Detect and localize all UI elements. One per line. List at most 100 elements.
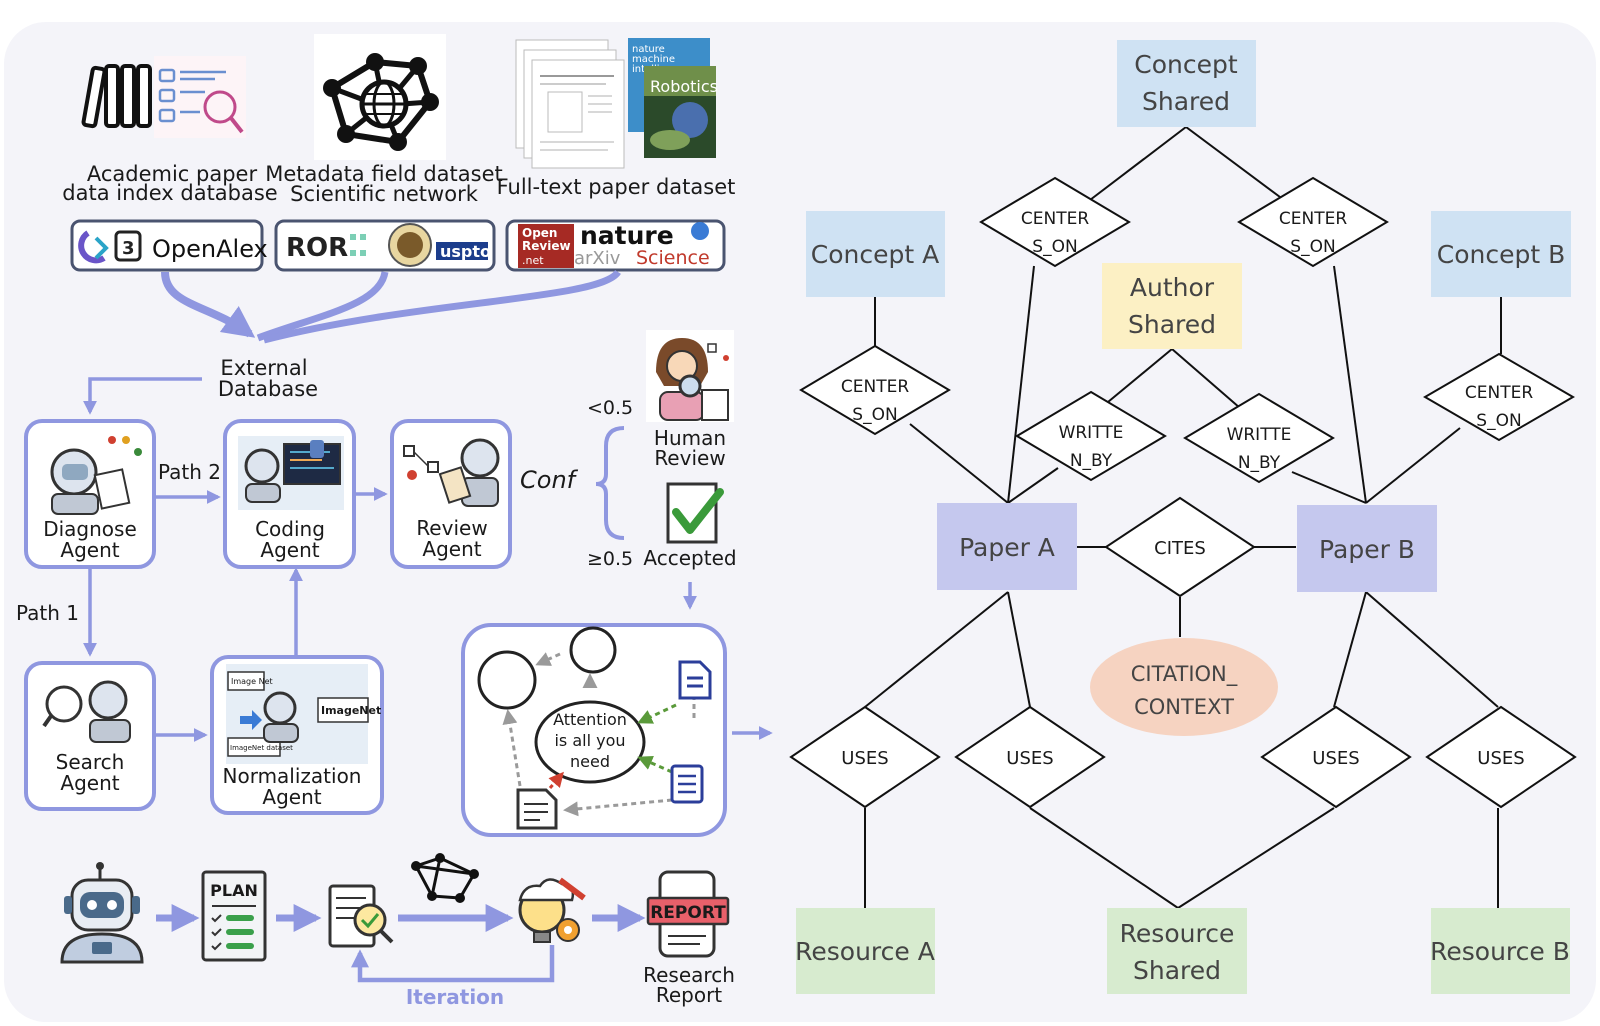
arxiv-logo-text: arXiv: [574, 248, 621, 269]
ge-threshold-label: ≥0.5: [587, 548, 633, 570]
nmi-cover-line1: nature: [632, 44, 665, 55]
written-by-b-line2: N_BY: [1238, 453, 1281, 473]
graph-edges: [864, 126, 1502, 909]
resource-a-node: [796, 908, 935, 994]
uses-diamond-a-shared: USES: [954, 705, 1106, 809]
author-shared-node: [1102, 263, 1242, 349]
lt-threshold-label: <0.5: [587, 397, 633, 419]
human-review-icon: [646, 330, 734, 422]
center-son-diamond-concept-b: CENTER S_ON: [1423, 352, 1575, 442]
imagenet-big-label: ImageNet: [321, 704, 381, 717]
science-logo-text: Science: [636, 247, 710, 269]
graph-summary-panel: [461, 623, 727, 837]
search-agent-line1: Search: [56, 750, 125, 774]
resource-b-node: [1431, 908, 1570, 994]
paper-a-label: Paper A: [959, 533, 1055, 562]
accepted-label: Accepted: [643, 546, 736, 570]
human-review-line1: Human: [654, 426, 726, 450]
metadata-label-line1: Metadata field dataset: [265, 162, 503, 186]
ror-uspto-logo-box: ROR uspto: [274, 219, 496, 272]
search-agent-line2: Agent: [60, 771, 119, 795]
resource-a-label: Resource A: [795, 937, 935, 966]
fulltext-label: Full-text paper dataset: [497, 175, 736, 199]
openreview-logo-line2: Review: [522, 239, 571, 253]
attention-line3: need: [570, 752, 610, 771]
center-son-shared-b-line2: S_ON: [1290, 237, 1335, 257]
written-by-diamond-b: WRITTE N_BY: [1183, 392, 1335, 484]
coding-agent-box: [223, 419, 356, 569]
nmi-cover-line2: machine: [632, 54, 675, 65]
paper-b-label: Paper B: [1319, 535, 1415, 564]
report-icon: REPORT: [646, 870, 730, 958]
center-son-shared-a-line2: S_ON: [1032, 237, 1077, 257]
document-search-icon: [328, 884, 394, 948]
conf-label: Conf: [520, 466, 579, 494]
center-son-diamond-shared-a: CENTER S_ON: [979, 176, 1131, 268]
uses-diamond-b: USES: [1425, 705, 1577, 809]
citation-context-node: [1090, 638, 1278, 736]
written-by-a-line2: N_BY: [1070, 451, 1113, 471]
citation-context-line1: CITATION_: [1131, 662, 1238, 687]
center-son-concept-b-line2: S_ON: [1476, 411, 1521, 431]
diagnose-agent-line1: Diagnose: [43, 517, 137, 541]
paper-b-node: [1297, 505, 1437, 592]
review-agent-box: [390, 419, 512, 569]
metadata-label-line2: Scientific network: [290, 182, 479, 206]
center-son-concept-a-line2: S_ON: [852, 405, 897, 425]
path1-label: Path 1: [16, 601, 79, 625]
network-small-icon: [411, 853, 479, 903]
imagenet-small-label: Image Net: [231, 677, 273, 686]
openalex-logo-text: OpenAlex: [152, 235, 268, 263]
uses-a-shared-label: USES: [1006, 748, 1053, 769]
resource-b-label: Resource B: [1430, 937, 1570, 966]
concept-b-label: Concept B: [1437, 240, 1566, 269]
center-son-diamond-concept-a: CENTER S_ON: [799, 344, 951, 436]
uspto-logo-text: uspto: [440, 242, 491, 261]
resource-shared-node: [1107, 908, 1247, 994]
uses-a-label: USES: [841, 748, 888, 769]
diagnose-agent-box: [24, 419, 156, 569]
review-agent-line1: Review: [416, 516, 487, 540]
uses-b-shared-label: USES: [1312, 748, 1359, 769]
review-agent-line2: Agent: [422, 537, 481, 561]
openalex-logo-box: 3 OpenAlex: [70, 219, 268, 272]
external-db-line2: Database: [218, 377, 318, 401]
normalization-agent-box: Image Net ImageNet ImageNet dataset: [210, 655, 384, 815]
center-son-concept-a-line1: CENTER: [841, 377, 909, 397]
conf-brace: [595, 426, 625, 540]
svg-text:3: 3: [122, 238, 135, 259]
iteration-label: Iteration: [406, 985, 504, 1009]
resource-shared-line2: Shared: [1133, 956, 1221, 985]
normalization-agent-line2: Agent: [262, 785, 321, 809]
external-db-line1: External: [220, 356, 307, 380]
ror-logo-text: ROR: [286, 233, 348, 263]
author-shared-line2: Shared: [1128, 310, 1216, 339]
center-son-shared-b-line1: CENTER: [1279, 209, 1347, 229]
fulltext-papers-image: nature machine intelligence Robotics: [515, 38, 718, 169]
coding-agent-line1: Coding: [255, 517, 325, 541]
merge-arrow-openalex: [161, 271, 256, 338]
uses-diamond-a: USES: [789, 705, 941, 809]
uses-diamond-b-shared: USES: [1260, 705, 1412, 809]
uses-b-label: USES: [1477, 748, 1524, 769]
cites-diamond: CITES: [1104, 496, 1256, 598]
author-shared-line1: Author: [1130, 273, 1215, 302]
research-report-line1: Research: [643, 963, 735, 987]
concept-a-label: Concept A: [811, 240, 939, 269]
research-report-line2: Report: [656, 983, 722, 1007]
report-badge-label: REPORT: [650, 903, 726, 923]
written-by-a-line1: WRITTE: [1059, 423, 1124, 443]
concept-shared-line2: Shared: [1142, 87, 1230, 116]
diagnose-agent-line2: Agent: [60, 538, 119, 562]
publisher-logo-box: Open Review .net nature arXiv Science: [505, 219, 726, 272]
human-review-line2: Review: [654, 446, 725, 470]
search-agent-box: [24, 661, 156, 811]
scientific-network-icon: [314, 34, 446, 160]
merge-arrow-ror: [256, 271, 389, 342]
robotics-cover-title: Robotics: [650, 77, 718, 96]
coding-agent-line2: Agent: [260, 538, 319, 562]
attention-line1: Attention: [553, 710, 627, 729]
academic-label-line2: data index database: [62, 181, 277, 205]
concept-shared-line1: Concept: [1134, 50, 1238, 79]
nature-logo-text: nature: [580, 221, 674, 250]
